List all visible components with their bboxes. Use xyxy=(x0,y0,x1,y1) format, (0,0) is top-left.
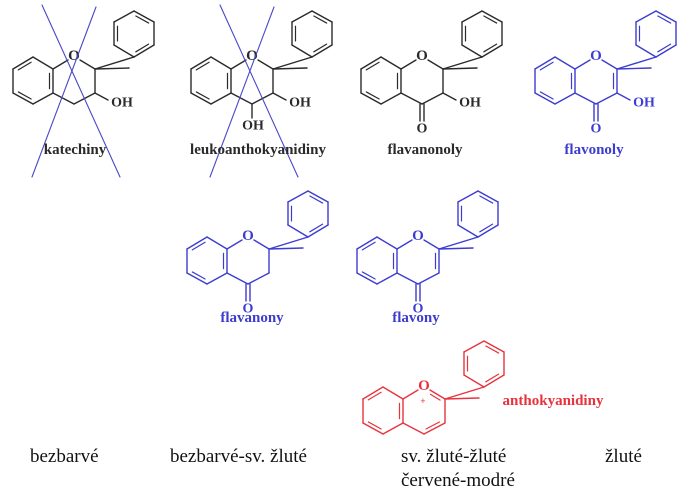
molecule-anthokyanidiny: O+ xyxy=(362,340,505,435)
label-flavanonoly: flavanonoly xyxy=(387,142,463,158)
svg-text:O: O xyxy=(418,378,430,394)
svg-text:O: O xyxy=(243,302,254,317)
svg-text:O: O xyxy=(246,48,258,64)
svg-text:OH: OH xyxy=(111,96,133,111)
svg-text:O: O xyxy=(413,302,424,317)
svg-text:OH: OH xyxy=(242,119,264,134)
label-katechiny: katechiny xyxy=(43,142,107,158)
molecule-flavanony: OO xyxy=(186,190,329,317)
svg-text:OH: OH xyxy=(633,96,655,111)
cross-out-mark xyxy=(209,4,299,178)
molecule-flavanonoly: O OH O xyxy=(360,10,503,137)
label-anthokyanidiny: anthokyanidiny xyxy=(502,393,604,409)
color-description: bezbarvé-sv. žluté xyxy=(170,446,307,467)
svg-text:OH: OH xyxy=(289,96,311,111)
svg-text:OH: OH xyxy=(459,96,481,111)
label-flavanony: flavanony xyxy=(220,310,284,326)
svg-text:O: O xyxy=(242,228,254,244)
molecule-flavonoly: O OH O xyxy=(534,10,677,137)
color-description: sv. žluté-žluté xyxy=(401,446,507,467)
svg-text:O: O xyxy=(416,48,428,64)
label-flavonoly: flavonoly xyxy=(564,142,624,158)
svg-text:O: O xyxy=(417,122,428,137)
label-leukoanthokyanidiny: leukoanthokyanidiny xyxy=(190,142,326,158)
svg-text:O: O xyxy=(412,228,424,244)
cross-out-mark xyxy=(31,4,121,178)
molecule-flavony: OO xyxy=(356,190,499,317)
color-description: bezbarvé xyxy=(30,446,99,467)
molecule-leukoanthokyanidiny: OH OH O xyxy=(190,4,333,178)
svg-text:O: O xyxy=(590,48,602,64)
svg-text:O: O xyxy=(591,122,602,137)
svg-text:+: + xyxy=(420,396,425,406)
svg-text:O: O xyxy=(68,48,80,64)
color-description: červené-modré xyxy=(401,470,515,491)
molecule-katechiny: OH O xyxy=(12,4,155,178)
label-flavony: flavony xyxy=(392,310,440,326)
color-description: žluté xyxy=(605,446,642,467)
